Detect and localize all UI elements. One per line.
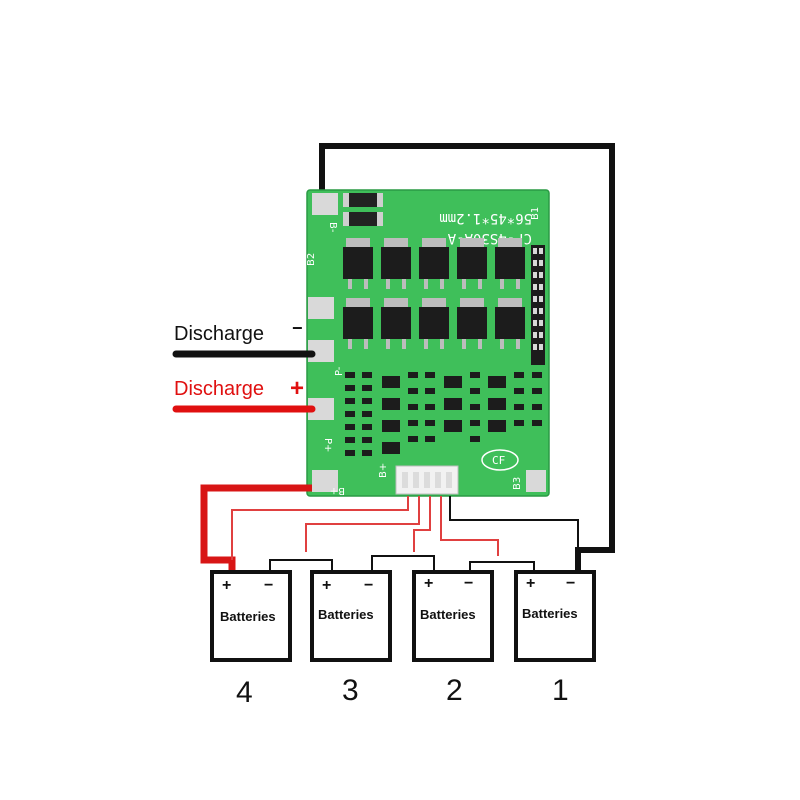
battery-3-minus: −	[364, 577, 373, 594]
balance-connector	[395, 465, 459, 495]
bms-board: B- B2 P- P+ B+ B1 B3 56*45*1.2mm CF-4S30…	[306, 189, 550, 497]
battery-4-label: Batteries	[220, 609, 276, 624]
balance-wire-negative	[449, 496, 579, 548]
pad-p-plus	[308, 398, 334, 420]
board-dims: 56*45*1.2mm	[439, 210, 532, 226]
battery-1-number: 1	[552, 674, 569, 707]
mosfet-row-top	[343, 247, 525, 279]
pad-p-minus	[308, 340, 334, 362]
smd-components	[345, 372, 542, 456]
pad-label-b3: B3	[512, 477, 523, 490]
pad-b2	[308, 297, 334, 319]
pad-label-b2: B2	[306, 253, 317, 266]
battery-3: + − Batteries 3	[310, 570, 392, 707]
pad-b-plus	[312, 470, 338, 492]
battery-2-label: Batteries	[420, 607, 476, 622]
battery-4-minus: −	[264, 577, 273, 594]
discharge-positive-sign: +	[290, 375, 304, 402]
pad-b3	[526, 470, 546, 492]
battery-2-number: 2	[446, 674, 463, 707]
battery-4-plus: +	[222, 577, 231, 594]
battery-3-label: Batteries	[318, 607, 374, 622]
pad-label-b-plus: B+	[330, 485, 345, 496]
series-wires	[269, 555, 535, 574]
board-logo-text: CF	[492, 454, 505, 467]
discharge-negative-sign: −	[292, 318, 303, 338]
board-logo	[481, 449, 519, 471]
shunt-resistor-1	[343, 193, 383, 207]
shunt-resistor-2	[343, 212, 383, 226]
pad-b-minus	[312, 193, 338, 215]
pad-label-b-minus: B-	[327, 222, 338, 233]
pad-label-b1: B1	[530, 207, 541, 220]
battery-1-label: Batteries	[522, 606, 578, 621]
battery-2-minus: −	[464, 575, 473, 592]
discharge-positive-label: Discharge	[174, 378, 264, 400]
battery-1: + − Batteries 1	[514, 570, 596, 707]
pad-label-p-minus: P-	[334, 366, 345, 376]
battery-2-plus: +	[424, 575, 433, 592]
pad-label-bplus-small: B+	[378, 463, 389, 478]
resistor-strip	[531, 245, 545, 365]
battery-1-plus: +	[526, 575, 535, 592]
battery-3-plus: +	[322, 577, 331, 594]
battery-1-minus: −	[566, 575, 575, 592]
mosfet-row-bottom	[343, 307, 525, 339]
main-negative-wire	[319, 143, 615, 572]
bplus-main-wire	[200, 484, 312, 574]
battery-4: + − Batteries 4	[210, 570, 292, 709]
balance-wires	[231, 496, 499, 560]
discharge-negative-label: Discharge	[174, 323, 264, 345]
battery-2: + − Batteries 2	[412, 570, 494, 707]
pad-label-p-plus: P+	[322, 438, 333, 452]
battery-4-number: 4	[236, 676, 253, 709]
battery-3-number: 3	[342, 674, 359, 707]
